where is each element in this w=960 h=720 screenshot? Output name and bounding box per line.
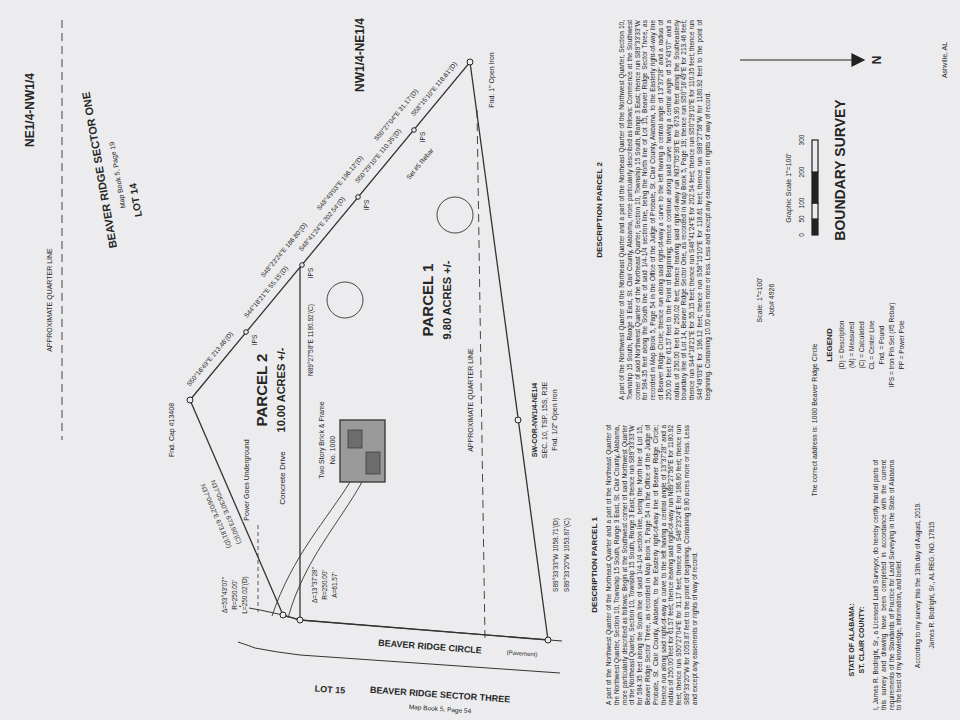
house-label: Two Story Brick & Frame bbox=[318, 400, 326, 479]
legend-entry: PP = Power Pole bbox=[898, 319, 906, 370]
surveyor-signature: James R. Bodright, Sr., AL REG. NO. 1781… bbox=[928, 521, 936, 650]
iron-pin-set bbox=[300, 263, 305, 268]
subdivision-name: BEAVER RIDGE SECTOR THREE bbox=[368, 685, 511, 706]
legend-entry: (C) = Calculated bbox=[858, 320, 866, 369]
iron-pin-set bbox=[412, 128, 417, 133]
address-note: The correct address is: 1000 Beaver Ridg… bbox=[811, 343, 819, 498]
scale-bar bbox=[812, 172, 818, 203]
certification-date: According to my survey this the 13th day… bbox=[914, 501, 922, 669]
legend-entry: IPS = Iron Pin Set (#5 Rebar) bbox=[888, 302, 896, 389]
plat-reference: Map Book 5, Page 54 bbox=[408, 703, 473, 715]
certification-heading: ST. CLAIR COUNTY: bbox=[858, 606, 866, 675]
quarter-line bbox=[62, 20, 63, 440]
curve-data: A=61.57' bbox=[331, 571, 339, 599]
north-arrow bbox=[740, 59, 854, 60]
road-name: BEAVER RIDGE CIRCLE bbox=[377, 638, 483, 657]
house-symbol bbox=[340, 420, 385, 482]
legend-entry: (D) = Description bbox=[838, 320, 846, 371]
pin-label: IPS bbox=[251, 334, 259, 346]
corner-marker bbox=[297, 617, 303, 623]
corner-marker bbox=[280, 612, 286, 618]
monument-label: Fnd. 1" Open Iron bbox=[488, 51, 496, 108]
utility-note: Power Goes Underground bbox=[243, 438, 251, 521]
monument-label: Set #5 Rebar bbox=[404, 146, 436, 182]
bearing-label: S89°33'20"W 1053.87'(C) bbox=[563, 517, 571, 593]
section-heading: DESCRIPTION PARCEL 1 bbox=[590, 516, 600, 614]
monument-label: Fnd. 1/2" Open Iron bbox=[551, 388, 559, 451]
iron-pin-set bbox=[244, 330, 249, 335]
quadrant-label: NE1/4-NW1/4 bbox=[23, 72, 37, 148]
north-arrow bbox=[852, 54, 864, 66]
tree-symbol bbox=[437, 197, 473, 233]
legend-heading: LEGEND bbox=[825, 327, 835, 362]
road-note: (Pavement) bbox=[505, 649, 538, 659]
house-symbol bbox=[366, 452, 380, 474]
tree-symbol bbox=[327, 282, 363, 318]
house-label: No. 1000 bbox=[329, 435, 337, 465]
scale-bar bbox=[812, 140, 818, 172]
line-label: APPROXIMATE QUARTER LINE bbox=[46, 247, 54, 353]
legal-description: A part of the Northwest Quarter of the N… bbox=[605, 424, 699, 706]
scale-number: 50 bbox=[798, 214, 806, 223]
iron-pin-set bbox=[356, 195, 361, 200]
curve-data: L=250.02'(D) bbox=[241, 575, 249, 615]
legal-description: A part of the Northwest Quarter of the N… bbox=[618, 19, 712, 401]
bearing-label: N89°27'58"E 1180.92'(C) bbox=[307, 303, 315, 377]
house-symbol bbox=[348, 430, 362, 448]
power-line bbox=[258, 525, 259, 612]
corner-label: SEC. 10, TSP. 15S, R3E bbox=[541, 381, 549, 459]
scale-bar bbox=[812, 203, 818, 219]
corner-marker bbox=[467, 59, 473, 65]
curve-data: Δ=13°37'28" bbox=[311, 566, 319, 604]
quadrant-label: NW1/4-NE1/4 bbox=[353, 17, 367, 93]
section-heading: DESCRIPTION PARCEL 2 bbox=[595, 161, 605, 259]
scale-bar bbox=[812, 219, 818, 235]
corner-marker bbox=[515, 417, 521, 423]
bearing-label: S89°33'33"W 1058.71'(D) bbox=[552, 517, 560, 593]
scale-number: 200 bbox=[798, 166, 806, 179]
line-label: APPROXIMATE QUARTER LINE bbox=[467, 347, 475, 453]
curve-data: Δ=53°43'07" bbox=[221, 576, 229, 614]
parcel-name: PARCEL 2 bbox=[253, 353, 271, 428]
north-label: N bbox=[870, 55, 884, 66]
parcel-divider bbox=[299, 267, 300, 620]
parcel-area: 9.80 ACRES +/- bbox=[441, 260, 454, 341]
parcel-name: PARCEL 1 bbox=[419, 263, 437, 338]
corner-marker bbox=[545, 637, 551, 643]
quarter-line bbox=[477, 110, 485, 640]
concrete-drive bbox=[288, 482, 362, 618]
certification-text: I, James R. Bodright, Sr., a Licensed La… bbox=[872, 459, 903, 711]
scale-number: 100 bbox=[798, 197, 806, 210]
scale-number: 0 bbox=[798, 232, 806, 238]
corner-label: SW-COR-NW1/4-NE1/4 bbox=[531, 382, 539, 459]
certification-heading: STATE OF ALABAMA: bbox=[848, 603, 856, 678]
legend-entry: CL = Center Line bbox=[868, 319, 876, 370]
legend-entry: Fnd. = Found bbox=[878, 325, 886, 366]
corner-marker bbox=[187, 397, 193, 403]
parcel-area: 10.00 ACRES +/- bbox=[275, 347, 288, 434]
curve-data: R=250.00' bbox=[321, 569, 329, 601]
lot-label: LOT 14 bbox=[127, 181, 145, 218]
drawing-title: BOUNDARY SURVEY bbox=[832, 98, 849, 241]
job-number: Job# 4926 bbox=[768, 283, 776, 318]
road-edge bbox=[238, 606, 562, 641]
scale-note: Graphic Scale 1"=100' bbox=[785, 152, 793, 223]
legend-entry: (M) = Measured bbox=[848, 321, 856, 369]
monument-label: Fnd. Cap #13408 bbox=[168, 402, 176, 458]
bearing-label: S50°16'49"E 213.46'(D) bbox=[184, 330, 235, 389]
pin-label: IPS bbox=[363, 199, 371, 211]
pin-label: IPS bbox=[419, 131, 427, 143]
location-note: Ashville, AL bbox=[941, 41, 949, 79]
scale-number: 300 bbox=[798, 134, 806, 147]
lot-label: LOT 15 bbox=[313, 683, 346, 696]
pin-label: IPS bbox=[307, 267, 315, 279]
curve-data: R=250.00' bbox=[231, 579, 239, 611]
drive-label: Concrete Drive bbox=[278, 450, 288, 505]
parcel-boundary bbox=[190, 62, 548, 640]
scale-note: Scale: 1"=100' bbox=[756, 277, 764, 324]
